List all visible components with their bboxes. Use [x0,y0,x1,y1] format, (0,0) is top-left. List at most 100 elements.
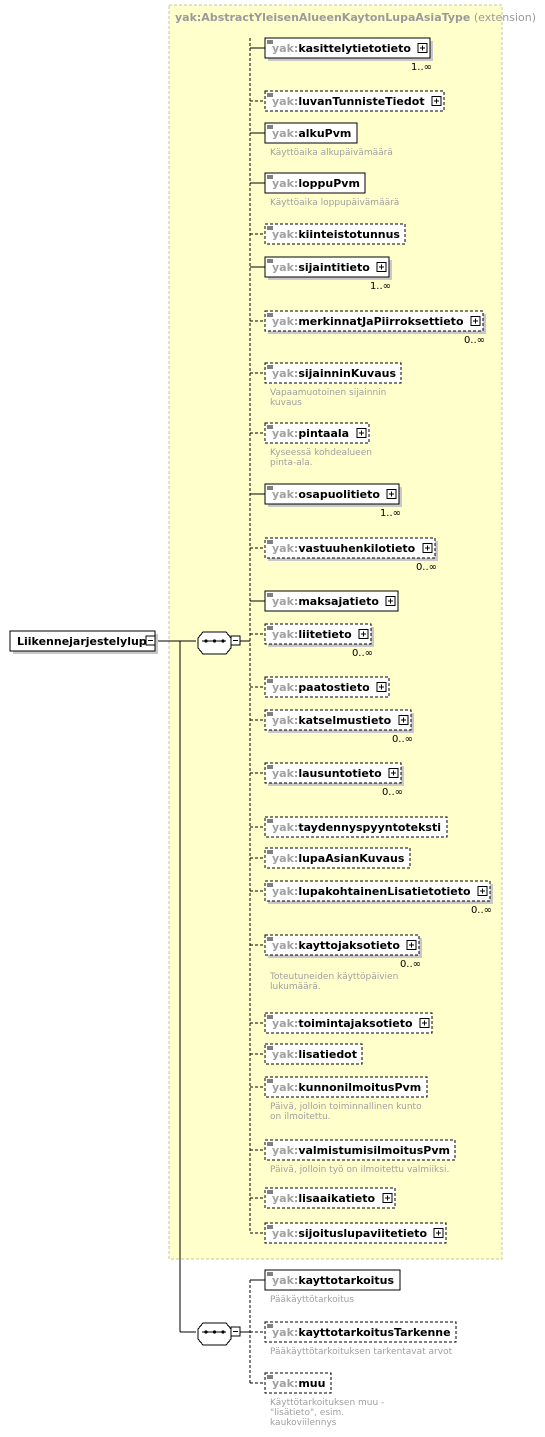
element-label: yak:merkinnatJaPiirroksettieto [272,315,464,328]
documentation-text: Kyseessä kohdealueen [270,448,372,458]
expand-icon[interactable] [382,1193,393,1203]
element-prefix: yak: [272,1377,298,1390]
element-luvanTunnisteTiedot[interactable]: yak:luvanTunnisteTiedot [250,90,445,112]
element-name: liitetieto [298,628,352,641]
element-lupaAsianKuvaus[interactable]: yak:lupaAsianKuvaus [250,847,411,869]
element-label: yak:liitetieto [272,628,352,641]
element-kayttotarkoitusTarkenne[interactable]: yak:kayttotarkoitusTarkennePääkäyttötark… [250,1321,457,1357]
expand-icon[interactable] [376,262,387,272]
element-prefix: yak: [272,1081,298,1094]
expand-icon[interactable] [470,316,481,326]
expand-icon[interactable] [388,768,399,778]
element-label: yak:vastuuhenkilotieto [272,542,416,555]
element-prefix: yak: [272,127,298,140]
element-name: lisaaikatieto [298,1192,375,1205]
element-name: loppuPvm [298,177,360,190]
element-prefix: yak: [272,1227,298,1240]
element-toimintajaksotieto[interactable]: yak:toimintajaksotieto [250,1012,433,1034]
element-label: yak:valmistumisilmoitusPvm [272,1144,450,1157]
cardinality-label: 0..∞ [382,787,403,798]
element-paatostieto[interactable]: yak:paatostieto [250,676,390,698]
element-name: pintaala [298,427,349,440]
element-name: lausuntotieto [298,767,382,780]
expand-icon[interactable] [419,1018,430,1028]
expand-icon[interactable] [358,629,369,639]
element-label: yak:lupakohtainenLisatietotieto [272,885,471,898]
element-prefix: yak: [272,488,298,501]
element-prefix: yak: [272,767,298,780]
element-prefix: yak: [272,1192,298,1205]
element-sijoituslupaviitetieto[interactable]: yak:sijoituslupaviitetieto [250,1222,447,1244]
element-prefix: yak: [272,595,298,608]
sequence-compositor-1[interactable] [197,631,241,655]
expand-icon[interactable] [386,489,397,499]
documentation-text: Pääkäyttötarkoitus [270,1295,354,1305]
expand-icon[interactable] [406,940,417,950]
element-kiinteistotunnus[interactable]: yak:kiinteistotunnus [250,223,406,245]
sequence-1-collapse-icon[interactable] [230,635,241,646]
expand-icon[interactable] [417,43,428,53]
element-prefix: yak: [272,315,298,328]
expand-icon[interactable] [433,1228,444,1238]
documentation-text: pinta-ala. [270,458,313,468]
expand-icon[interactable] [376,682,387,692]
element-lisatiedot[interactable]: yak:lisatiedot [250,1043,363,1065]
root-collapse-icon[interactable] [145,635,156,646]
documentation-text: kuvaus [270,398,302,408]
element-label: yak:kunnonilmoitusPvm [272,1081,421,1094]
expand-icon[interactable] [398,715,409,725]
documentation-text: Pääkäyttötarkoituksen tarkentavat arvot [270,1347,453,1357]
expand-icon[interactable] [431,96,442,106]
cardinality-label: 0..∞ [471,905,492,916]
element-prefix: yak: [272,367,298,380]
element-maksajatieto[interactable]: yak:maksajatieto [250,590,399,612]
element-label: yak:paatostieto [272,681,370,694]
element-label: yak:sijaintitieto [272,261,370,274]
expand-icon[interactable] [422,543,433,553]
documentation-text: Vapaamuotoinen sijainnin [270,388,386,398]
element-label: yak:loppuPvm [272,177,360,190]
element-name: kayttojaksotieto [298,939,400,952]
cardinality-label: 0..∞ [464,335,485,346]
element-label: yak:osapuolitieto [272,488,380,501]
element-label: yak:sijoituslupaviitetieto [272,1227,427,1240]
element-label: yak:lausuntotieto [272,767,382,780]
element-name: katselmustieto [298,714,391,727]
expand-icon[interactable] [385,596,396,606]
root-element[interactable]: Liikennejarjestelylupa [9,630,158,654]
element-name: kunnonilmoitusPvm [298,1081,421,1094]
element-taydennyspyyntoteksti[interactable]: yak:taydennyspyyntoteksti [250,816,448,838]
expand-icon[interactable] [356,428,367,438]
cardinality-label: 1..∞ [380,508,401,519]
element-name: taydennyspyyntoteksti [298,821,441,834]
expand-icon[interactable] [477,886,488,896]
element-name: paatostieto [298,681,370,694]
cardinality-label: 1..∞ [411,62,432,73]
sequence-2-collapse-icon[interactable] [230,1326,241,1337]
documentation-text: kaukoviilennys [270,1418,337,1428]
element-label: yak:muu [272,1377,325,1390]
documentation-text: Käyttöaika alkupäivämäärä [270,148,393,158]
cardinality-label: 1..∞ [370,281,391,292]
element-name: toimintajaksotieto [298,1017,413,1030]
element-lisaaikatieto[interactable]: yak:lisaaikatieto [250,1187,396,1209]
sequence-compositor-2[interactable] [197,1322,241,1346]
